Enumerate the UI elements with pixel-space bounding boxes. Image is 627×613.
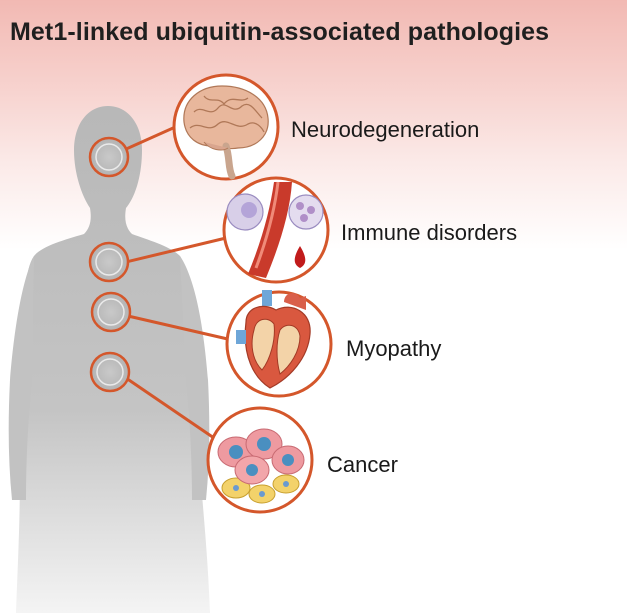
label-cancer: Cancer xyxy=(327,452,398,477)
connector-neuro xyxy=(123,122,183,152)
marker-abdomen xyxy=(89,351,131,393)
connector-lines xyxy=(123,122,233,440)
brain-icon xyxy=(172,73,280,181)
cancer-cells-icon xyxy=(206,406,314,514)
immune-cells-icon xyxy=(222,176,330,284)
figure-title: Met1-linked ubiquitin-associated patholo… xyxy=(10,18,550,46)
marker-chest xyxy=(90,291,132,333)
body-markers xyxy=(88,136,132,393)
label-myopathy: Myopathy xyxy=(346,336,442,361)
marker-head xyxy=(88,136,130,178)
connector-immune xyxy=(125,236,227,264)
label-neurodegeneration: Neurodegeneration xyxy=(291,117,480,142)
heart-icon xyxy=(225,290,333,398)
connector-myopathy xyxy=(127,314,233,342)
label-immune-disorders: Immune disorders xyxy=(341,220,518,245)
marker-chest-upper xyxy=(88,241,130,283)
connector-cancer xyxy=(125,376,215,440)
